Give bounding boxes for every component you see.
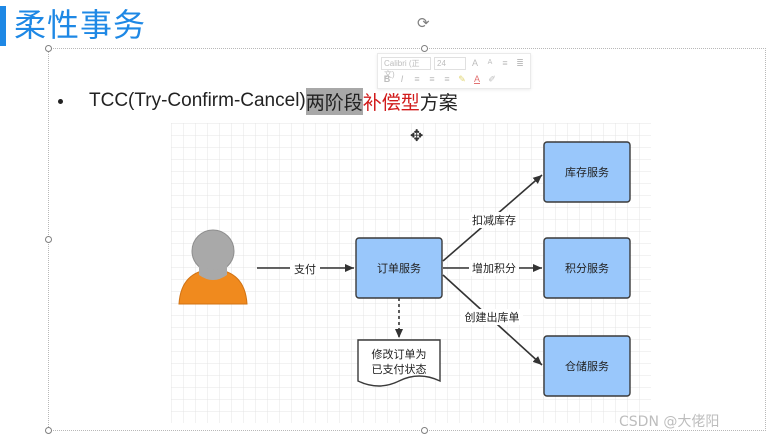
bullet-dot xyxy=(58,98,63,104)
node-order-status-document[interactable]: 修改订单为 已支付状态 xyxy=(357,339,441,387)
clear-format-icon[interactable]: ✐ xyxy=(488,74,496,84)
font-size-select[interactable]: 24 xyxy=(434,56,466,70)
bullet-text-highlight: 两阶段 xyxy=(305,87,363,115)
bullet-text-prefix: TCC(Try-Confirm-Cancel) xyxy=(89,90,306,111)
resize-handle-top[interactable] xyxy=(421,45,428,52)
node-points-service[interactable]: 积分服务 xyxy=(543,237,631,299)
node-order-service-label: 订单服务 xyxy=(377,262,421,275)
indent-icon[interactable]: ≡ xyxy=(502,58,508,68)
bold-button[interactable]: B xyxy=(383,74,391,84)
label-deduct-inventory: 扣减库存 xyxy=(472,213,516,227)
align-right-icon[interactable]: ≡ xyxy=(444,74,450,84)
highlight-icon[interactable]: ✎ xyxy=(458,74,466,84)
resize-handle-bottom[interactable] xyxy=(421,427,428,434)
mouse-cursor-icon: ✥ xyxy=(410,126,424,145)
font-name-select[interactable]: Calibri (正文) xyxy=(381,56,431,79)
slide-title[interactable]: 柔性事务 xyxy=(14,6,147,44)
italic-button[interactable]: I xyxy=(400,74,404,84)
node-warehouse-service[interactable]: 仓储服务 xyxy=(543,335,631,397)
shrink-font-button[interactable]: A xyxy=(487,59,493,66)
doc-note-line-2: 已支付状态 xyxy=(372,362,427,376)
align-center-icon[interactable]: ≡ xyxy=(429,74,435,84)
outdent-icon[interactable]: ≣ xyxy=(516,58,524,68)
bullet-text-suffix: 方案 xyxy=(419,91,458,114)
font-color-button[interactable]: A xyxy=(473,74,480,84)
resize-handle-bottom-left[interactable] xyxy=(45,427,52,434)
node-points-service-label: 积分服务 xyxy=(565,262,609,275)
label-create-outbound: 创建出库单 xyxy=(465,310,520,324)
doc-note-line-1: 修改订单为 xyxy=(372,347,427,361)
tcc-flow-diagram[interactable]: 支付 扣减库存 增加积分 创建出库单 订单服务 库存服务 积分服务 仓储服务 修… xyxy=(171,123,651,423)
node-order-service[interactable]: 订单服务 xyxy=(355,237,443,299)
node-inventory-service[interactable]: 库存服务 xyxy=(543,141,631,203)
label-pay: 支付 xyxy=(294,263,316,276)
title-accent-bar xyxy=(0,6,6,46)
bullet-line[interactable]: TCC(Try-Confirm-Cancel) 两阶段 补偿型 方案 xyxy=(58,87,458,115)
bullet-text-red: 补偿型 xyxy=(362,91,420,114)
resize-handle-top-left[interactable] xyxy=(45,45,52,52)
node-warehouse-service-label: 仓储服务 xyxy=(565,359,609,373)
resize-handle-left[interactable] xyxy=(45,236,52,243)
rotate-handle-icon[interactable]: ⟳ xyxy=(417,14,430,32)
label-add-points: 增加积分 xyxy=(472,261,516,275)
watermark: CSDN @大佬阳 xyxy=(619,414,720,430)
grow-font-button[interactable]: A xyxy=(471,58,478,68)
mini-format-toolbar[interactable]: Calibri (正文) 24 A A ≡ ≣ B I ≡ ≡ ≡ ✎ A ✐ xyxy=(377,53,531,89)
user-icon xyxy=(178,229,248,305)
node-inventory-service-label: 库存服务 xyxy=(565,165,609,179)
align-left-icon[interactable]: ≡ xyxy=(414,74,420,84)
